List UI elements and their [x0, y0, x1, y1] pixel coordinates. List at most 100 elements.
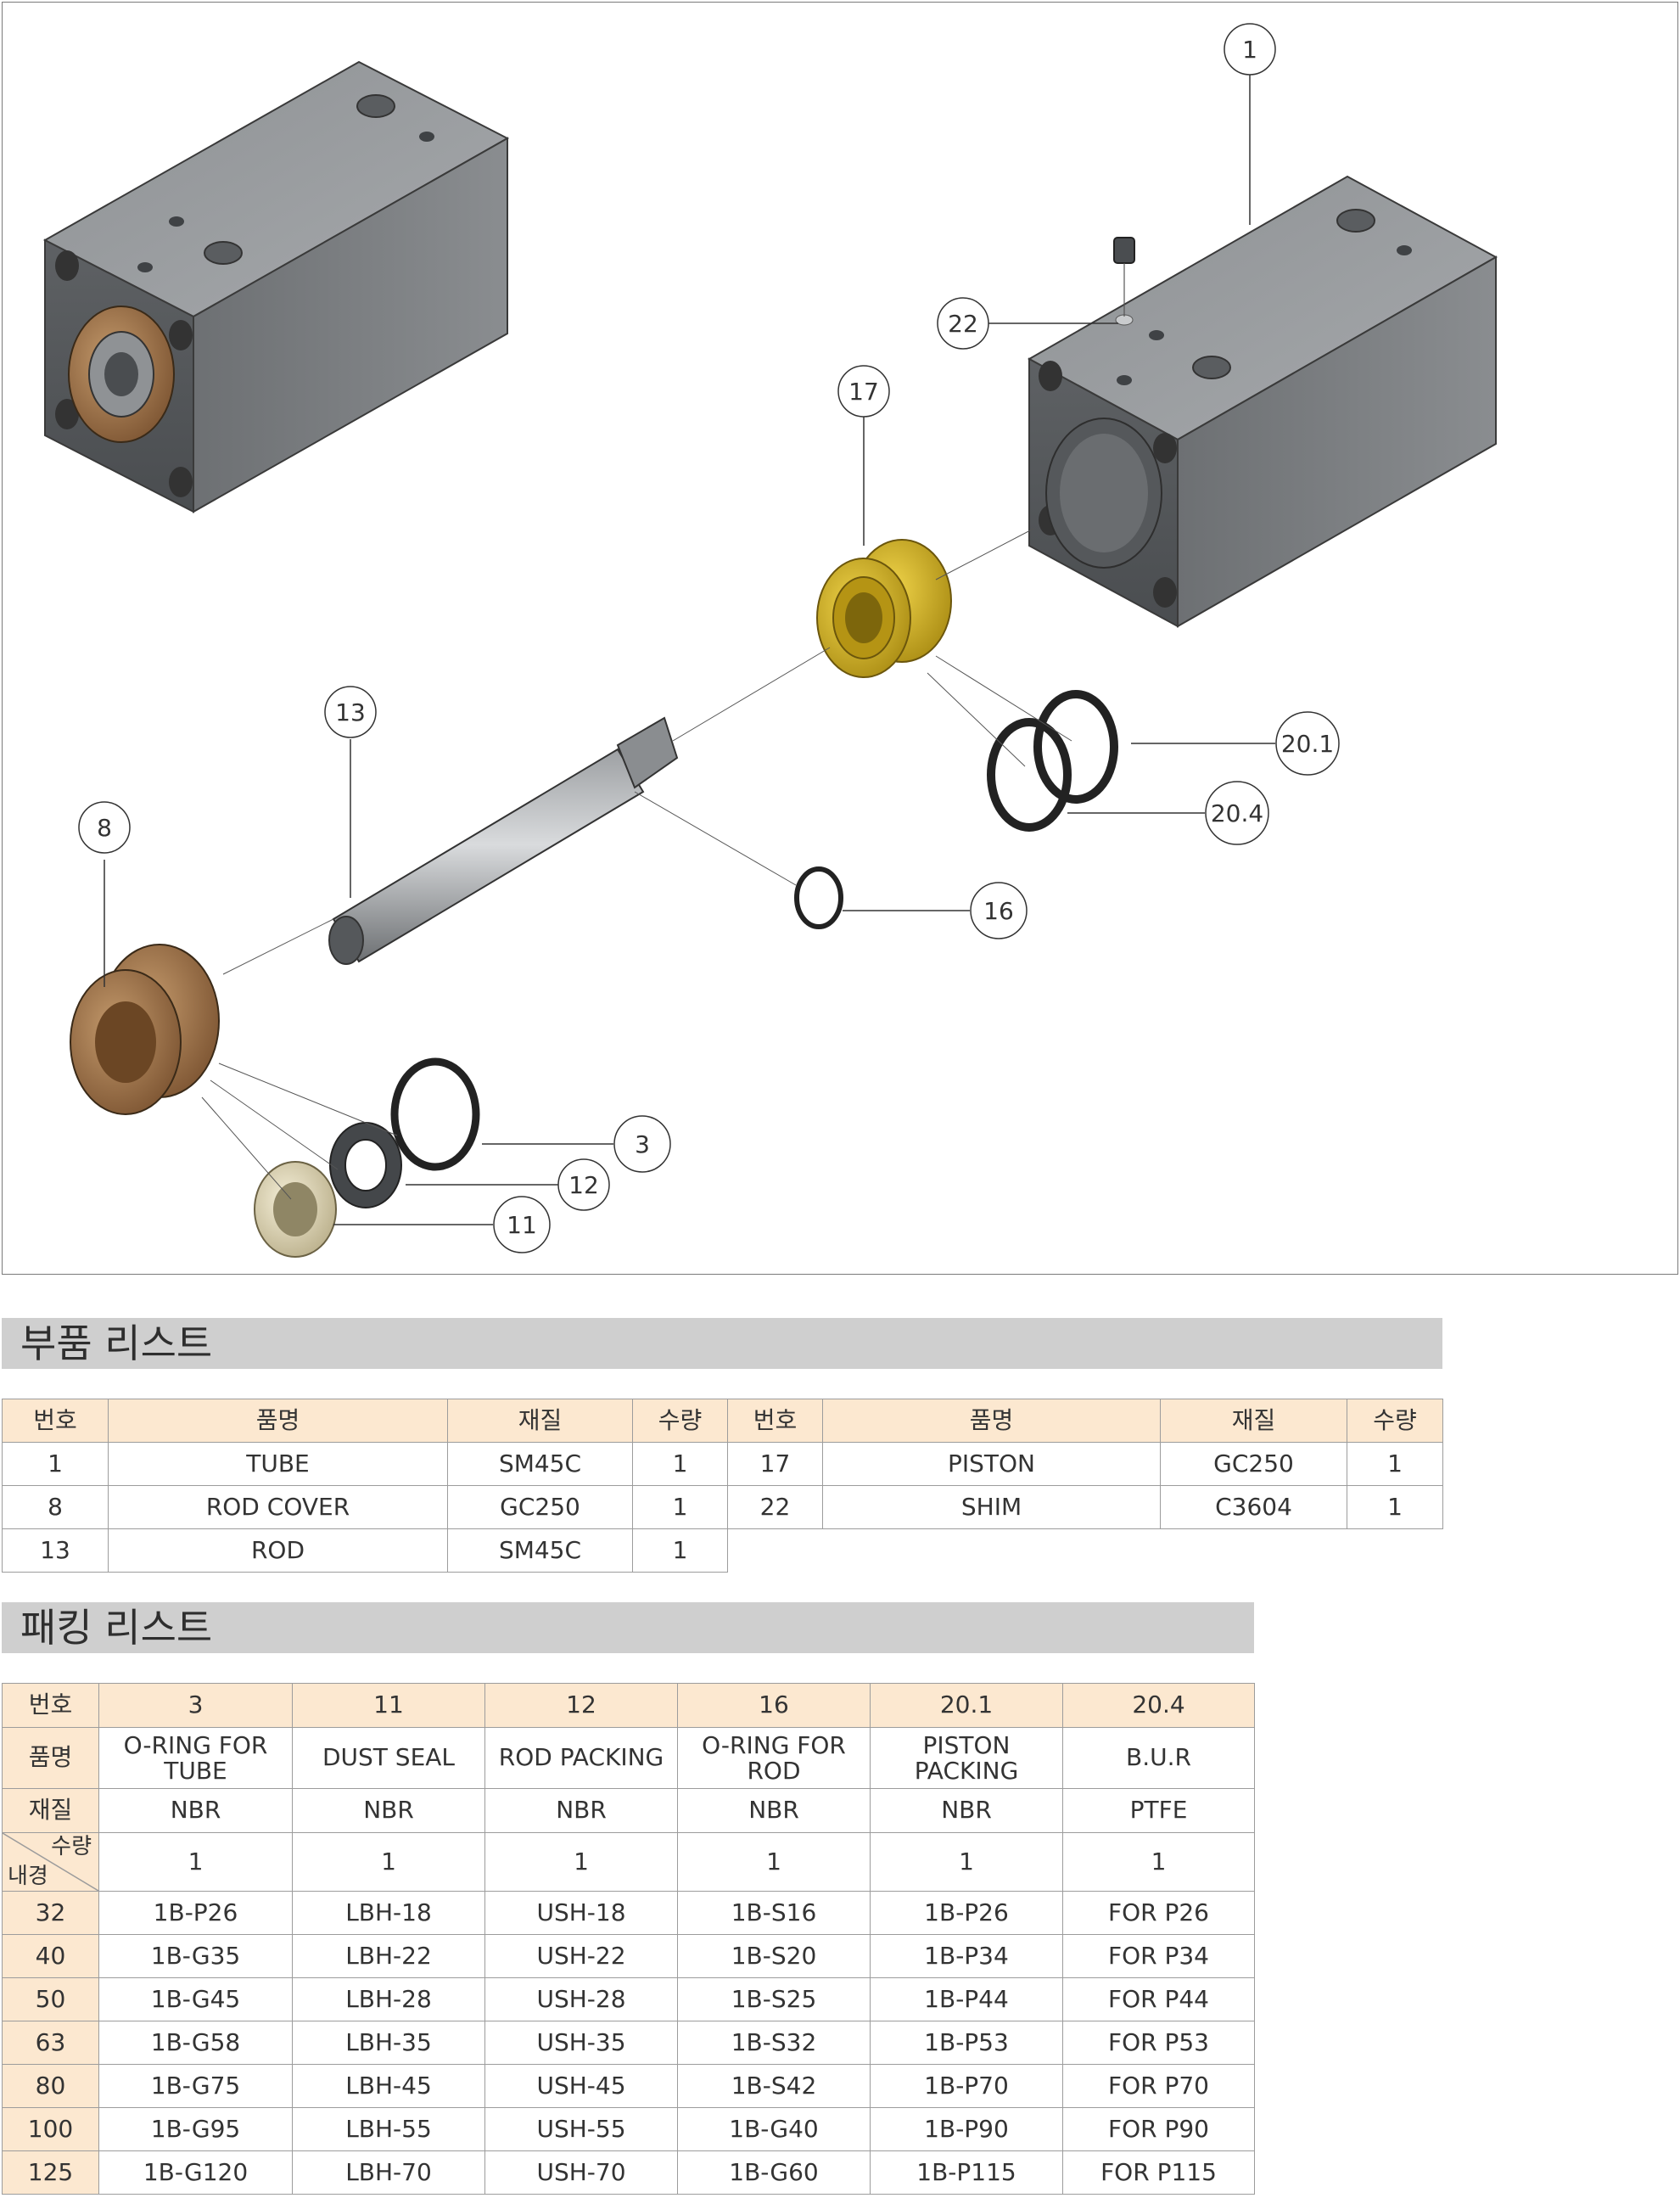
exploded-view-svg: 1 22 17 13 8 20.1 20.4 16 [42, 23, 1498, 1258]
cell: 1B-P34 [870, 1934, 1063, 1978]
cell: USH-45 [484, 2064, 678, 2108]
parts-header-row: 번호 품명 재질 수량 번호 품명 재질 수량 [2, 1399, 1443, 1443]
svg-text:17: 17 [848, 378, 879, 406]
leader-lines [104, 75, 1275, 1225]
callout-17: 17 [837, 365, 890, 418]
cell: FOR P44 [1062, 1977, 1255, 2021]
cell: 1B-G35 [98, 1934, 293, 1978]
table-row: 8 ROD COVER GC250 1 22 SHIM C3604 1 [2, 1485, 1443, 1529]
bore-cell: 40 [2, 1934, 99, 1978]
name-line: ROD [747, 1756, 801, 1785]
cell: 1B-P115 [870, 2150, 1063, 2195]
svg-text:20.1: 20.1 [1281, 730, 1334, 758]
shim-part [1113, 237, 1135, 326]
row-label-number: 번호 [2, 1683, 99, 1728]
name-line: O-RING FOR [123, 1731, 268, 1760]
cell: 1B-G75 [98, 2064, 293, 2108]
header-number: 번호 [2, 1399, 109, 1443]
table-row: 100 1B-G95 LBH-55 USH-55 1B-G40 1B-P90 F… [2, 2107, 1255, 2151]
cell: C3604 [1160, 1485, 1347, 1529]
cell: 12 [484, 1683, 678, 1728]
cell: 8 [2, 1485, 109, 1529]
callout-16: 16 [970, 882, 1028, 939]
cell: LBH-55 [292, 2107, 485, 2151]
callout-22: 22 [937, 297, 989, 350]
header-name-2: 품명 [822, 1399, 1161, 1443]
bore-label: 내경 [8, 1864, 48, 1890]
cell: FOR P26 [1062, 1891, 1255, 1935]
rod-part [328, 716, 679, 965]
svg-text:20.4: 20.4 [1211, 799, 1263, 827]
cell: 1 [632, 1485, 728, 1529]
table-row: 1 TUBE SM45C 1 17 PISTON GC250 1 [2, 1442, 1443, 1486]
cell: FOR P34 [1062, 1934, 1255, 1978]
cell: FOR P115 [1062, 2150, 1255, 2195]
parts-list-title: 부품 리스트 [2, 1318, 1442, 1369]
qty-label: 수량 [51, 1834, 92, 1859]
svg-text:3: 3 [635, 1130, 650, 1158]
cell: 1B-G58 [98, 2021, 293, 2065]
cell: SM45C [447, 1442, 633, 1486]
cell: 13 [2, 1528, 109, 1573]
callout-20-4: 20.4 [1205, 781, 1269, 845]
cell: 16 [677, 1683, 871, 1728]
callout-3: 3 [613, 1115, 671, 1173]
o-ring-for-rod [794, 866, 843, 929]
cell: DUST SEAL [292, 1727, 485, 1789]
cell: SM45C [447, 1528, 633, 1573]
parts-list-table: 번호 품명 재질 수량 번호 품명 재질 수량 1 TUBE SM45C 1 1… [2, 1399, 1443, 1573]
cell: USH-35 [484, 2021, 678, 2065]
bore-cell: 50 [2, 1977, 99, 2021]
tube-part [1027, 175, 1498, 628]
cell: LBH-70 [292, 2150, 485, 2195]
svg-text:16: 16 [983, 897, 1014, 925]
svg-text:13: 13 [335, 698, 366, 726]
cell: 1 [292, 1832, 485, 1892]
cell: NBR [292, 1788, 485, 1833]
header-material-2: 재질 [1160, 1399, 1347, 1443]
svg-text:1: 1 [1242, 36, 1257, 64]
cell: 1B-P70 [870, 2064, 1063, 2108]
cell: 1 [1062, 1832, 1255, 1892]
cell: LBH-45 [292, 2064, 485, 2108]
assembly-lines [201, 528, 1072, 1200]
packing-list-title: 패킹 리스트 [2, 1602, 1254, 1653]
svg-text:22: 22 [948, 310, 978, 338]
row-label-name: 품명 [2, 1727, 99, 1789]
cell: 1 [632, 1528, 728, 1573]
cell: NBR [870, 1788, 1063, 1833]
cell: 1 [98, 1832, 293, 1892]
cell: 1B-S42 [677, 2064, 871, 2108]
header-number-2: 번호 [727, 1399, 823, 1443]
callout-13: 13 [324, 686, 377, 738]
exploded-view-diagram: 1 22 17 13 8 20.1 20.4 16 [2, 2, 1678, 1275]
cell: NBR [98, 1788, 293, 1833]
cell: 1B-S32 [677, 2021, 871, 2065]
cell: 1B-G40 [677, 2107, 871, 2151]
cell: B.U.R [1062, 1727, 1255, 1789]
callout-8: 8 [78, 801, 131, 854]
svg-text:8: 8 [97, 814, 112, 842]
packing-material-row: 재질 NBR NBR NBR NBR NBR PTFE [2, 1788, 1255, 1833]
empty-cell [727, 1528, 1443, 1573]
name-line: PACKING [914, 1756, 1019, 1785]
bore-cell: 100 [2, 2107, 99, 2151]
cell: 1B-G95 [98, 2107, 293, 2151]
piston-packing-rings [987, 690, 1118, 832]
header-name: 품명 [108, 1399, 448, 1443]
cell: LBH-35 [292, 2021, 485, 2065]
cell: USH-22 [484, 1934, 678, 1978]
cell: FOR P90 [1062, 2107, 1255, 2151]
name-line: PISTON [922, 1731, 1011, 1760]
cell: GC250 [1160, 1442, 1347, 1486]
cell: 1B-S20 [677, 1934, 871, 1978]
cell: 1 [1347, 1485, 1443, 1529]
cell: ROD PACKING [484, 1727, 678, 1789]
cell: NBR [677, 1788, 871, 1833]
cell: 1B-G120 [98, 2150, 293, 2195]
cell: 1 [870, 1832, 1063, 1892]
cell: NBR [484, 1788, 678, 1833]
cell: GC250 [447, 1485, 633, 1529]
table-row: 63 1B-G58 LBH-35 USH-35 1B-S32 1B-P53 FO… [2, 2021, 1255, 2065]
